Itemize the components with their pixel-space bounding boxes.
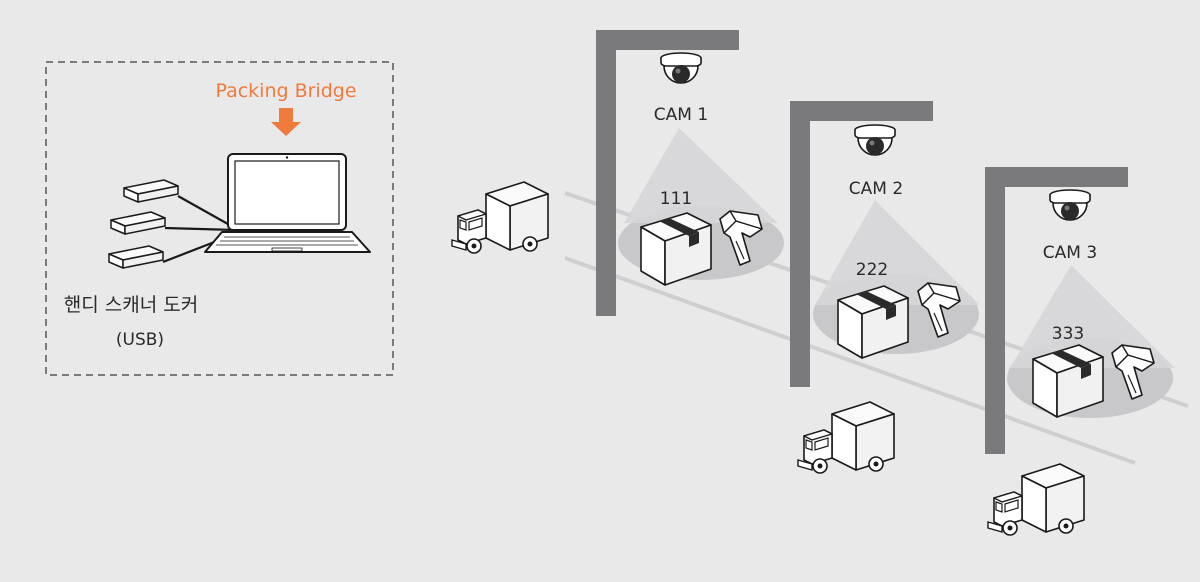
camera-label-1: CAM 1 (654, 105, 708, 125)
dome-camera-icon-1 (660, 52, 702, 84)
camera-label-3: CAM 3 (1043, 243, 1097, 263)
gantry-frame-2 (790, 101, 933, 387)
dome-camera-icon-2 (854, 124, 896, 156)
docker-sub-label: (USB) (116, 330, 164, 350)
delivery-truck-icon-2 (797, 401, 895, 474)
laptop-icon (204, 153, 371, 253)
gantry-frame-3 (985, 167, 1128, 454)
camera-cone-1 (624, 128, 778, 223)
camera-cone-3 (1010, 265, 1175, 368)
gantry-frame-1 (596, 30, 739, 316)
delivery-truck-icon-3 (987, 463, 1085, 536)
docker-label: 핸디 스캐너 도커 (64, 294, 198, 316)
box-id-label-1: 111 (660, 189, 692, 209)
docker-panel-frame (45, 61, 394, 376)
usb-docker-2 (110, 211, 166, 235)
down-arrow-icon (271, 108, 301, 136)
dome-camera-icon-3 (1049, 189, 1091, 221)
usb-docker-1 (123, 179, 179, 203)
packing-bridge-label: Packing Bridge (215, 80, 356, 102)
box-id-label-2: 222 (856, 260, 888, 280)
camera-cone-2 (815, 200, 980, 305)
delivery-truck-icon-1 (451, 181, 549, 254)
box-id-label-3: 333 (1052, 324, 1084, 344)
usb-docker-3 (108, 245, 164, 269)
camera-label-2: CAM 2 (849, 179, 903, 199)
